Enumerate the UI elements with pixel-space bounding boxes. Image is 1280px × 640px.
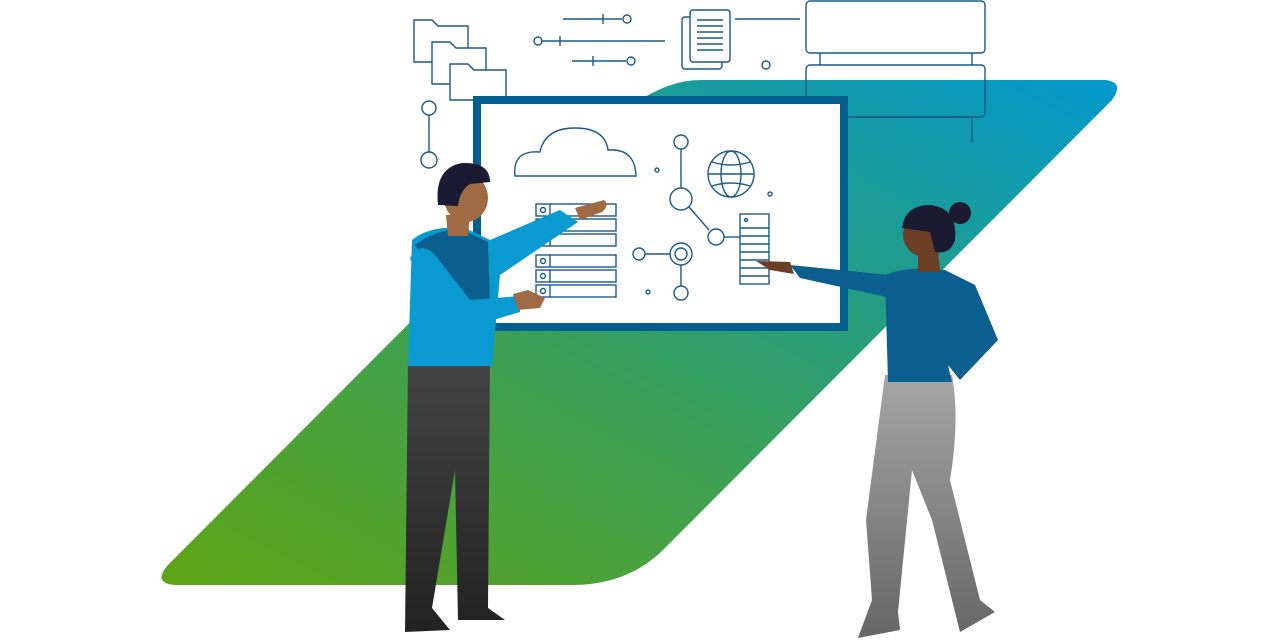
slider-icon [533,14,665,66]
man-hair [437,162,490,206]
man-hand-left [513,290,545,310]
woman-figure [756,202,998,638]
network-icon [632,134,773,301]
server-icon [805,0,986,143]
man-vest [415,229,490,310]
document-icon [681,9,800,70]
cloud-icon [514,127,637,177]
man-figure [405,162,607,632]
man-pants [405,362,505,632]
woman-hand [756,261,794,274]
folder-icon [413,19,507,101]
woman-shirt [885,268,998,382]
woman-pants [858,375,995,638]
background-shape [161,80,1118,585]
man-hand-right [575,200,607,220]
globe-icon [707,150,755,198]
whiteboard [481,104,840,323]
woman-hair-bun [949,202,971,224]
woman-hair [902,205,956,253]
